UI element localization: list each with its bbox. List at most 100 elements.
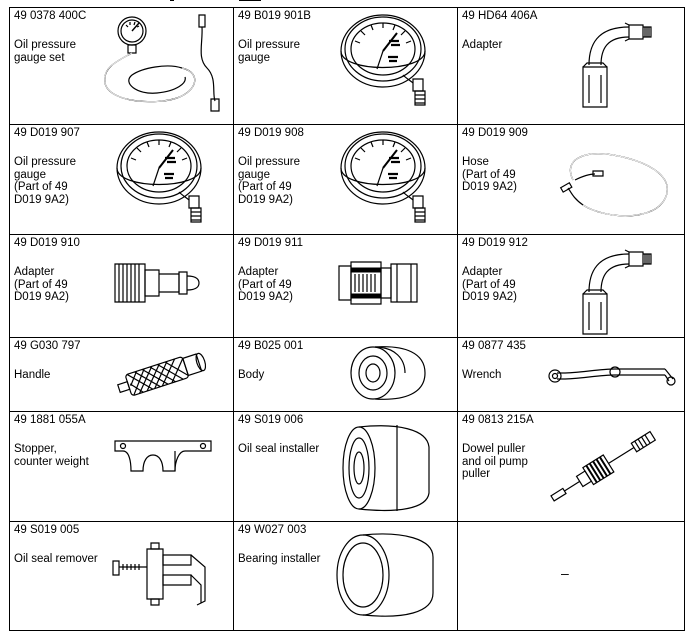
- tool-description: Body: [238, 369, 338, 382]
- tool-description: Wrench: [462, 369, 562, 382]
- quick-coupler-adapter-icon: [333, 254, 433, 319]
- description-line: Dowel puller: [462, 443, 526, 455]
- description-line: Oil pressure: [238, 156, 300, 168]
- part-number: 49 D019 911: [238, 237, 304, 249]
- description-line: puller: [462, 468, 491, 480]
- column-divider: [233, 7, 234, 631]
- hose-icon: [553, 130, 683, 230]
- cylindrical-body-icon: [345, 339, 435, 414]
- description-line: counter weight: [14, 455, 89, 468]
- knurled-handle-icon: [109, 345, 219, 410]
- description-line: (Part of 49: [462, 278, 516, 291]
- description-line: Oil pressure: [238, 39, 300, 51]
- description-line: Oil seal installer: [238, 443, 320, 455]
- oil-pressure-gauge-icon: [333, 11, 443, 126]
- description-line: Adapter: [462, 266, 503, 278]
- tool-description: Oil seal remover: [14, 553, 114, 566]
- description-line: (Part of 49: [462, 168, 516, 181]
- description-line: Handle: [14, 369, 51, 381]
- description-line: Adapter: [462, 39, 503, 51]
- description-line: gauge: [238, 168, 270, 181]
- description-line: (Part of 49: [14, 278, 68, 291]
- row-divider: [9, 521, 685, 522]
- part-number: 49 S019 005: [14, 524, 80, 536]
- description-line: Wrench: [462, 369, 502, 381]
- tool-description: Stopper,counter weight: [14, 443, 114, 468]
- tool-description: Bearing installer: [238, 553, 338, 566]
- description-line: D019 9A2): [238, 193, 293, 206]
- description-line: D019 9A2): [14, 291, 69, 303]
- part-number: 49 B019 901B: [238, 10, 311, 22]
- part-number: 49 G030 797: [14, 340, 81, 352]
- scan-mark: [170, 0, 174, 1]
- oil-pressure-gauge-set-icon: [97, 13, 237, 118]
- part-number: 49 D019 908: [238, 127, 304, 139]
- row-divider: [9, 411, 685, 412]
- description-line: D019 9A2): [14, 193, 69, 206]
- description-line: (Part of 49: [238, 181, 292, 193]
- part-number: 49 D019 907: [14, 127, 80, 139]
- part-number: 49 D019 909: [462, 127, 528, 139]
- description-line: D019 9A2): [462, 291, 517, 303]
- description-line: D019 9A2): [238, 291, 293, 303]
- description-line: Oil pressure: [14, 156, 76, 168]
- tool-cell: –: [457, 521, 685, 631]
- description-line: Oil pressure: [14, 39, 76, 51]
- seal-installer-icon: [337, 417, 437, 522]
- part-number: 49 W027 003: [238, 524, 307, 536]
- wrench-icon: [539, 351, 679, 401]
- row-divider: [9, 234, 685, 235]
- bearing-installer-icon: [333, 525, 443, 630]
- description-line: Oil seal remover: [14, 553, 98, 565]
- column-divider: [457, 7, 458, 631]
- description-line: Adapter: [14, 266, 55, 278]
- part-number: 49 1881 055A: [14, 414, 86, 426]
- tool-description: Handle: [14, 369, 114, 382]
- description-line: and oil pump: [462, 455, 528, 468]
- dowel-puller-icon: [541, 415, 671, 520]
- description-line: Stopper,: [14, 443, 57, 455]
- part-number: 49 S019 006: [238, 414, 304, 426]
- stopper-bracket-icon: [109, 427, 219, 492]
- part-number: 49 D019 912: [462, 237, 528, 249]
- scan-mark: [239, 0, 261, 1]
- description-line: gauge set: [14, 51, 65, 64]
- oil-pressure-gauge-icon: [109, 128, 219, 243]
- description-line: Hose: [462, 156, 489, 168]
- description-line: Body: [238, 369, 265, 381]
- elbow-adapter-icon: [567, 15, 662, 120]
- description-line: (Part of 49: [238, 278, 292, 291]
- tool-description: Oil seal installer: [238, 443, 338, 456]
- description-line: D019 9A2): [462, 181, 517, 193]
- row-divider: [9, 124, 685, 125]
- row-divider: [9, 337, 685, 338]
- tool-cell: 49 1881 055A Stopper,counter weight: [9, 411, 233, 521]
- part-number: 49 B025 001: [238, 340, 304, 352]
- elbow-adapter-icon: [567, 242, 662, 347]
- oil-pressure-gauge-icon: [333, 128, 443, 243]
- description-line: gauge: [238, 51, 270, 64]
- description-line: gauge: [14, 168, 46, 181]
- description-line: Bearing installer: [238, 553, 321, 565]
